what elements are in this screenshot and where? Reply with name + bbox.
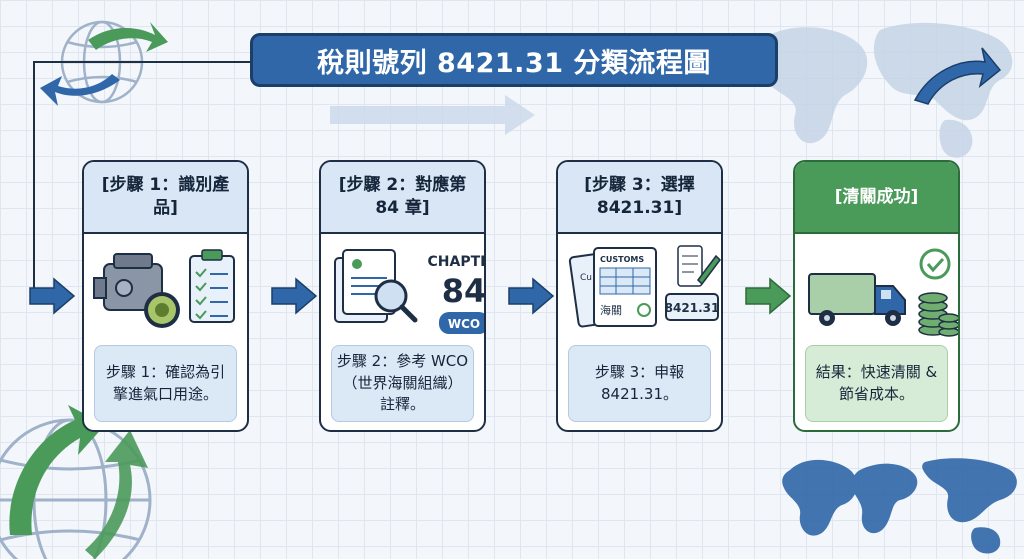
step-card-success: [清關成功] <box>793 160 960 432</box>
magnifier-icon <box>374 279 418 323</box>
step-2-caption: 步驟 2：參考 WCO（世界海關組織）註釋。 <box>331 345 474 422</box>
step-3-caption: 步驟 3：申報 8421.31。 <box>568 345 711 422</box>
customs-form-icon: Cu CUSTOMS 海關 <box>568 247 657 328</box>
page-title: 稅則號列 8421.31 分類流程圖 <box>250 33 778 87</box>
flow-arrow <box>29 277 76 315</box>
code-tag: 8421.31 <box>665 301 720 315</box>
step-3-header: [步驟 3：選擇 8421.31] <box>558 162 721 234</box>
flow-arrow <box>745 277 792 315</box>
step-2-header: [步驟 2：對應第 84 章] <box>321 162 484 234</box>
step-3-illustration: Cu CUSTOMS 海關 8421.31 <box>558 234 721 346</box>
success-header: [清關成功] <box>795 162 958 234</box>
form-stamp: 海關 <box>600 303 622 317</box>
success-caption: 結果：快速清關 & 節省成本。 <box>805 345 948 422</box>
step-card-3: [步驟 3：選擇 8421.31] Cu CUSTOMS 海關 8421.31 … <box>556 160 723 432</box>
checklist-icon <box>189 249 235 323</box>
step-1-illustration <box>84 234 247 346</box>
step-card-2: [步驟 2：對應第 84 章] CHAPTER 84 WCO 步驟 2：參考 W… <box>319 160 486 432</box>
step-card-1: [步驟 1：識別產品] 步驟 1：確認為引擎進氣口用途。 <box>82 160 249 432</box>
success-illustration <box>795 234 958 346</box>
world-map-icon <box>753 22 1013 158</box>
step-1-header: [步驟 1：識別產品] <box>84 162 247 234</box>
pen-icon <box>677 245 721 287</box>
form-side-label: Cu <box>580 273 592 283</box>
form-title: CUSTOMS <box>600 255 644 264</box>
air-filter-icon <box>144 292 180 328</box>
step-2-illustration: CHAPTER 84 WCO <box>321 234 484 346</box>
chapter-number: 84 <box>442 272 484 310</box>
wco-badge: WCO <box>448 317 480 331</box>
check-circle-icon <box>919 248 951 280</box>
engine-icon <box>93 253 163 311</box>
step-1-caption: 步驟 1：確認為引擎進氣口用途。 <box>94 345 237 422</box>
flow-arrow <box>508 277 555 315</box>
chapter-label: CHAPTER <box>428 254 484 270</box>
flow-arrow <box>271 277 318 315</box>
truck-icon <box>808 273 906 326</box>
world-map-icon <box>782 458 1017 554</box>
coins-icon <box>918 292 958 337</box>
